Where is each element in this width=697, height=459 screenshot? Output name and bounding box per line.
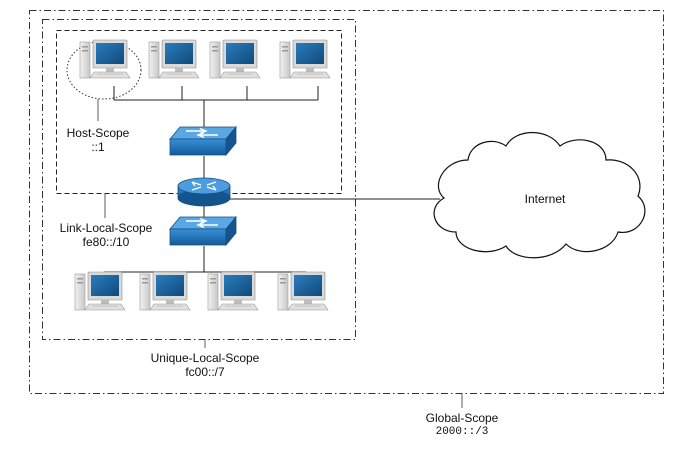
unique-local-scope-prefix: fc00::/7 [185, 365, 225, 379]
computer-icon [209, 39, 261, 79]
host-scope-name: Host-Scope [66, 126, 130, 140]
computer-icon [148, 39, 200, 79]
switch-icon [169, 126, 237, 156]
global-scope-label: Global-Scope 2000::/3 [412, 411, 512, 439]
unique-local-scope-boundary [42, 19, 356, 340]
link-local-scope-prefix: fe80::/10 [82, 235, 130, 249]
computer-icon [279, 39, 331, 79]
host-scope-boundary [66, 40, 142, 100]
host-scope-label: Host-Scope ::1 [52, 126, 144, 154]
computer-icon [79, 39, 131, 79]
internet-cloud-icon [433, 132, 646, 259]
computer-icon [207, 271, 259, 311]
global-scope-boundary [29, 10, 664, 394]
global-scope-prefix: 2000::/3 [435, 426, 489, 438]
link-local-scope-label: Link-Local-Scope fe80::/10 [52, 221, 160, 249]
host-scope-prefix: ::1 [91, 140, 105, 154]
router-icon [177, 177, 231, 207]
computer-icon [277, 271, 329, 311]
computer-icon [74, 271, 126, 311]
internet-label: Internet [524, 192, 566, 206]
switch-icon [169, 216, 237, 246]
link-local-scope-name: Link-Local-Scope [59, 221, 153, 235]
computer-icon [139, 271, 191, 311]
unique-local-scope-name: Unique-Local-Scope [150, 351, 260, 365]
global-scope-name: Global-Scope [425, 411, 499, 425]
unique-local-scope-label: Unique-Local-Scope fc00::/7 [140, 351, 270, 379]
